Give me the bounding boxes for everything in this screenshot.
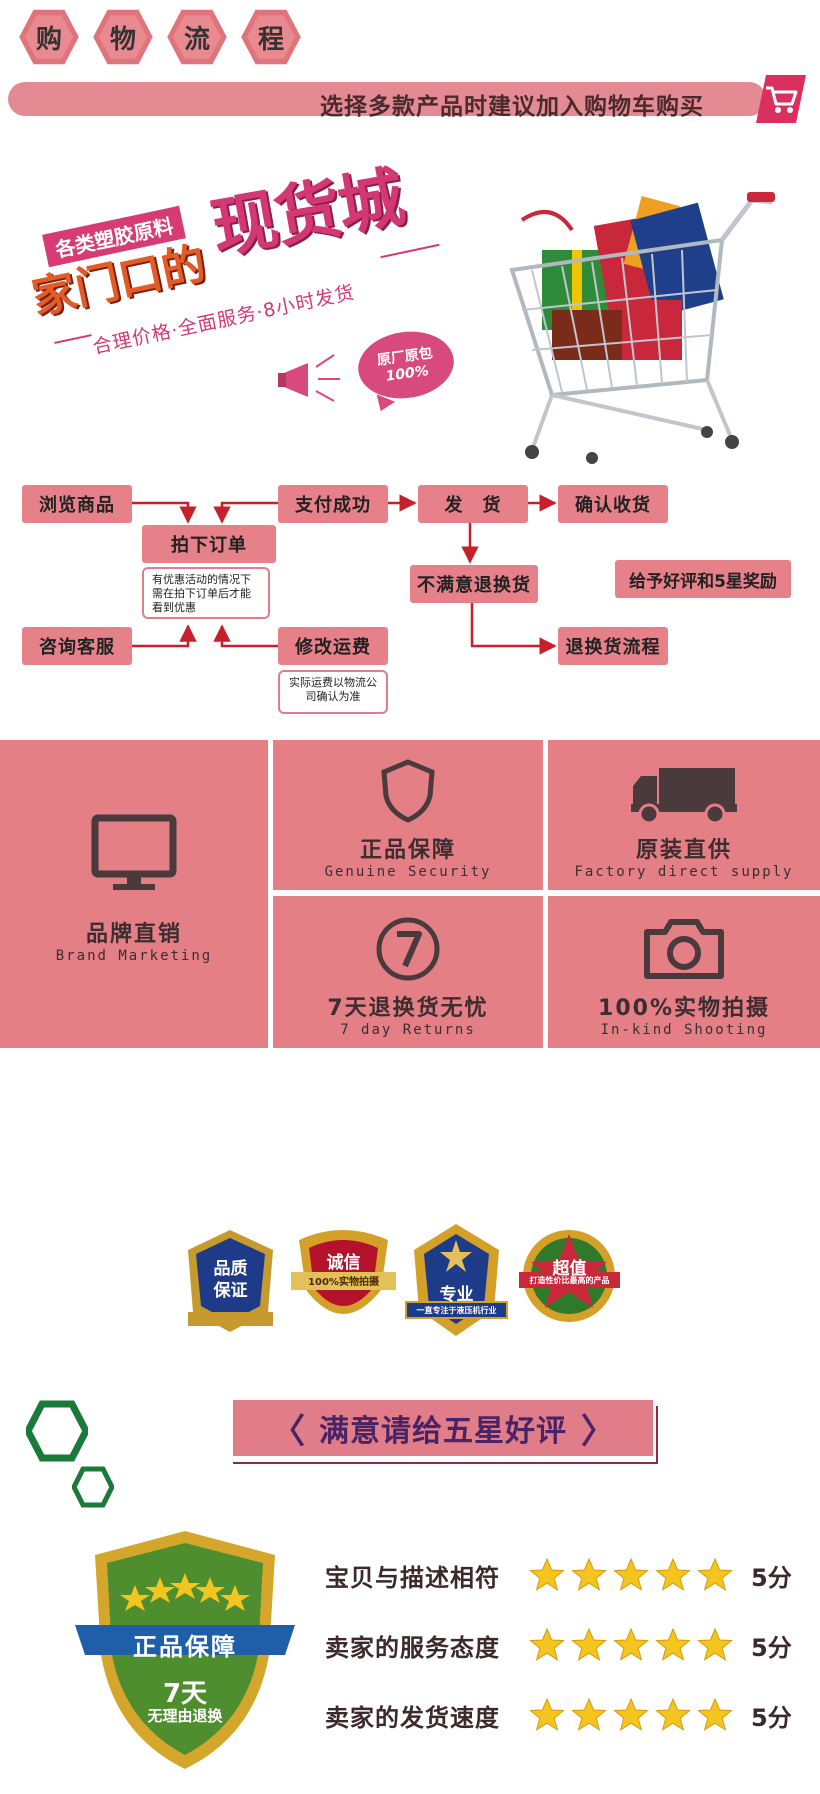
- rating-row-description: 宝贝与描述相符 5分: [325, 1555, 792, 1595]
- camera-icon: [644, 919, 724, 979]
- megaphone-icon: [278, 354, 340, 402]
- medal-integrity: 诚信 100%实物拍摄: [291, 1220, 396, 1340]
- star-rating: [529, 1627, 733, 1663]
- hex-char-1: 购: [19, 9, 79, 65]
- feature-7day-returns: 7天退换货无忧 7 day Returns: [273, 896, 543, 1048]
- decorative-hexagon-large: [26, 1400, 88, 1462]
- flow-good-review-reward: 给予好评和5星奖励: [615, 560, 791, 598]
- professional-medal-icon: [405, 1224, 508, 1336]
- medal-quality: 品质 保证: [178, 1220, 283, 1340]
- rating-score: 5分: [751, 1703, 792, 1732]
- feature-factory-supply: 原装直供 Factory direct supply: [548, 740, 820, 890]
- star-icon: [655, 1557, 691, 1591]
- value-medal-icon: [519, 1230, 620, 1322]
- hex-char-4: 程: [241, 9, 301, 65]
- integrity-medal-icon: [291, 1230, 396, 1314]
- order-discount-note: 有优惠活动的情况下需在拍下订单后才能看到优惠: [142, 567, 270, 619]
- star-icon: [613, 1557, 649, 1591]
- rating-label: 宝贝与描述相符: [325, 1563, 500, 1592]
- feature-brand-marketing: 品牌直销 Brand Marketing: [0, 740, 268, 1048]
- star-rating: [529, 1697, 733, 1733]
- guarantee-shield-icon: [75, 1531, 295, 1769]
- hex-char-2: 物: [93, 9, 153, 65]
- rating-row-shipping-speed: 卖家的发货速度 5分: [325, 1695, 792, 1735]
- slogan-divider: [380, 243, 440, 259]
- flow-payment-success: 支付成功: [278, 485, 388, 523]
- process-title-hexes: 购 物 流 程: [18, 8, 302, 66]
- medal-value: 超值 打造性价比最高的产品: [517, 1220, 622, 1340]
- shield-title: 正品保障: [133, 1633, 237, 1661]
- shopping-cart-illustration: [509, 192, 775, 464]
- star-icon: [655, 1697, 691, 1731]
- shield-sub: 无理由退换: [147, 1707, 223, 1725]
- quality-medal-icon: [188, 1230, 273, 1332]
- feature-in-kind-shooting: 100%实物拍摄 In-kind Shooting: [548, 896, 820, 1048]
- cart-advice-banner: 选择多款产品时建议加入购物车购买: [8, 82, 766, 120]
- medal-professional: 专业 一直专注于液压机行业: [404, 1220, 509, 1340]
- flow-place-order: 拍下订单: [142, 525, 276, 563]
- slogan-divider: [54, 334, 92, 344]
- monitor-icon: [91, 814, 177, 890]
- guarantee-shield: 正品保障 7天 无理由退换: [75, 1525, 295, 1775]
- flow-arrows: [132, 494, 557, 655]
- seven-circle-icon: [376, 917, 440, 981]
- shipping-fee-note: 实际运费以物流公司确认为准: [278, 670, 388, 714]
- promo-title: 现货城: [205, 157, 409, 269]
- flow-return-process: 退换货流程: [558, 627, 668, 665]
- feature-genuine-security: 正品保障 Genuine Security: [273, 740, 543, 890]
- rating-header-shadow: [233, 1406, 658, 1464]
- purchase-flow-diagram: 浏览商品 支付成功 发 货 确认收货 拍下订单 有优惠活动的情况下需在拍下订单后…: [0, 470, 820, 720]
- service-features-grid: 品牌直销 Brand Marketing 正品保障 Genuine Securi…: [0, 740, 820, 1048]
- flow-consult-service: 咨询客服: [22, 627, 132, 665]
- rating-row-service: 卖家的服务态度 5分: [325, 1625, 792, 1665]
- star-icon: [571, 1697, 607, 1731]
- star-icon: [697, 1557, 733, 1591]
- flow-unsatisfied-return: 不满意退换货: [410, 565, 538, 603]
- original-package-badge: 原厂原包 100%: [353, 325, 459, 405]
- star-icon: [529, 1697, 565, 1731]
- five-star-review-banner: 〈 满意请给五星好评 〉: [233, 1400, 653, 1456]
- left-chevron-icon: 〈: [271, 1411, 305, 1452]
- hex-char-3: 流: [167, 9, 227, 65]
- decorative-hexagon-small: [72, 1466, 114, 1508]
- promo-graphic: 各类塑胶原料 家门口的 现货城 合理价格·全面服务·8小时发货 原厂原包 100…: [20, 150, 460, 410]
- rating-header-title: 满意请给五星好评: [319, 1414, 567, 1449]
- flow-ship: 发 货: [418, 485, 528, 523]
- star-icon: [697, 1697, 733, 1731]
- shield-days: 7天: [162, 1679, 208, 1709]
- star-icon: [613, 1697, 649, 1731]
- flow-modify-shipping: 修改运费: [278, 627, 388, 665]
- rating-label: 卖家的服务态度: [325, 1633, 500, 1662]
- rating-score: 5分: [751, 1563, 792, 1592]
- right-chevron-icon: 〉: [581, 1411, 615, 1452]
- trust-medals: 品质 保证 诚信 100%实物拍摄 专业 一直专注于液压机行业 超值 打造性价比…: [178, 1220, 628, 1340]
- truck-icon: [631, 768, 737, 824]
- star-icon: [697, 1627, 733, 1661]
- star-icon: [655, 1627, 691, 1661]
- star-rating: [529, 1557, 733, 1593]
- flow-browse-products: 浏览商品: [22, 485, 132, 523]
- star-icon: [613, 1627, 649, 1661]
- banner-text: 选择多款产品时建议加入购物车购买: [320, 94, 704, 120]
- shopping-cart-icon[interactable]: [756, 75, 806, 123]
- flow-confirm-receipt: 确认收货: [558, 485, 668, 523]
- rating-score: 5分: [751, 1633, 792, 1662]
- star-icon: [571, 1627, 607, 1661]
- star-icon: [571, 1557, 607, 1591]
- star-icon: [529, 1557, 565, 1591]
- star-icon: [529, 1627, 565, 1661]
- rating-label: 卖家的发货速度: [325, 1703, 500, 1732]
- shield-icon: [381, 759, 435, 823]
